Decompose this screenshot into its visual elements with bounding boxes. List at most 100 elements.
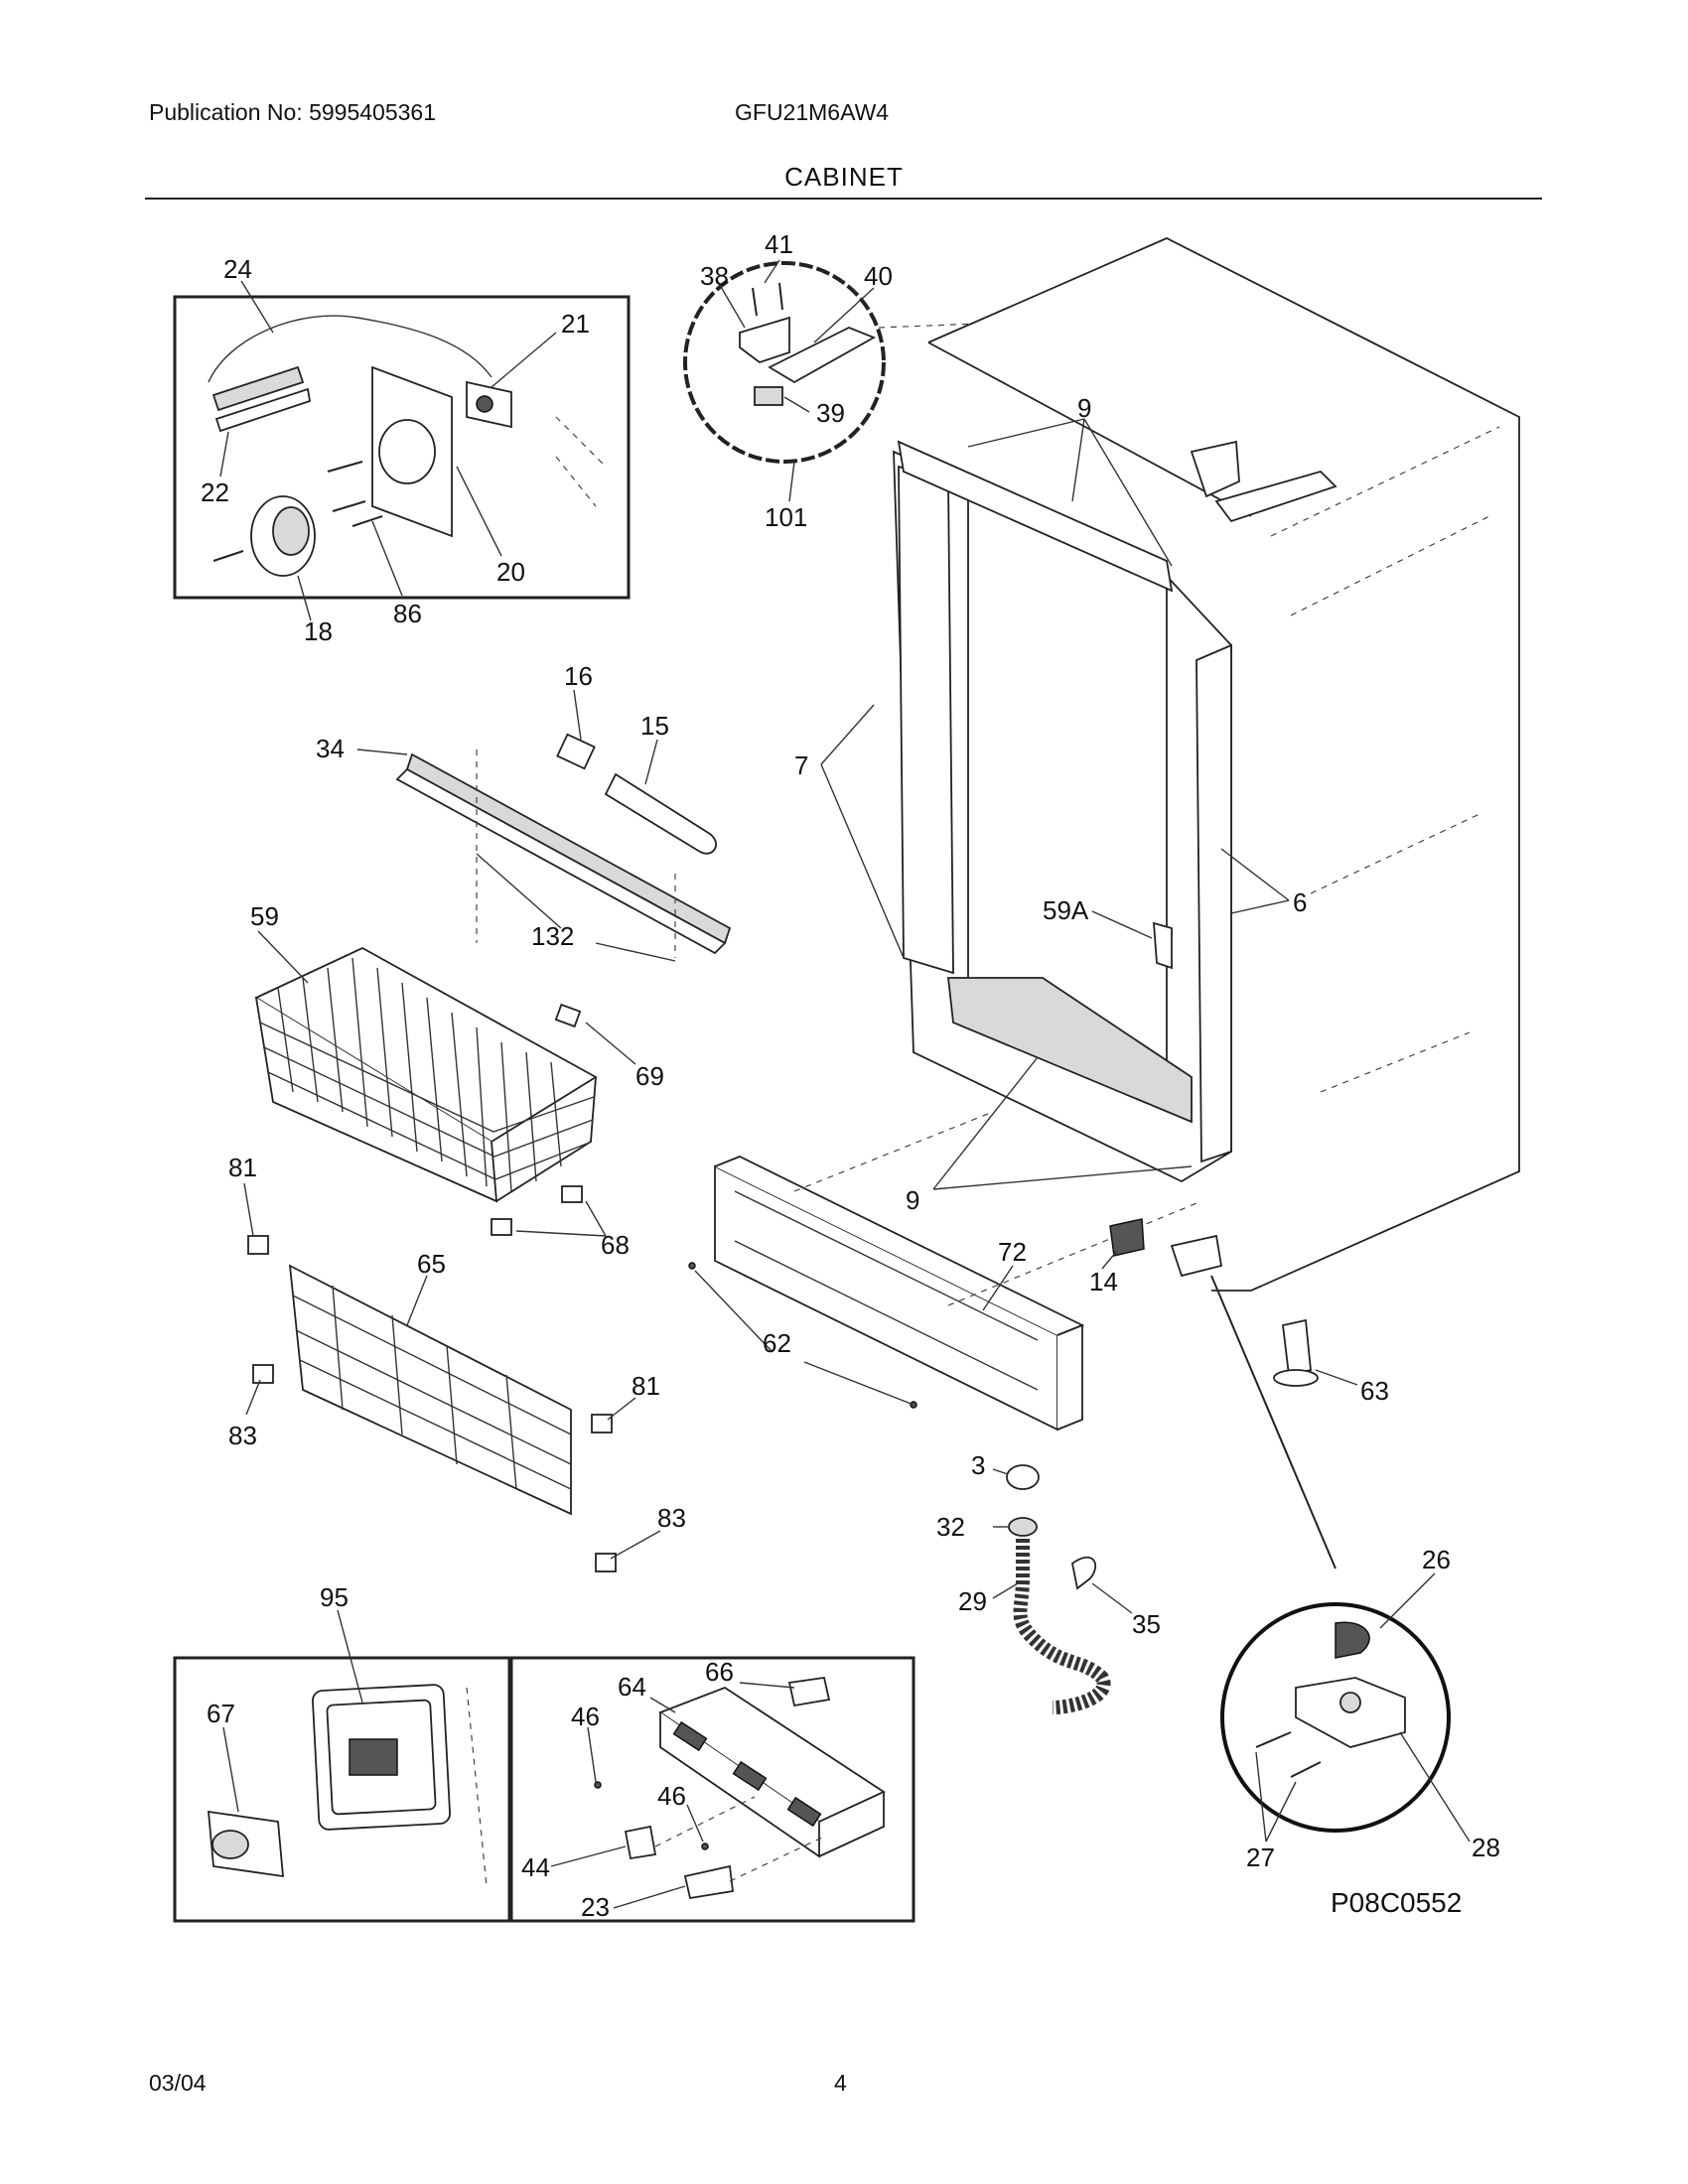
page-number: 4 <box>834 2070 847 2096</box>
thermostat-inset: 24 21 22 20 18 86 <box>173 254 631 646</box>
callout-23: 23 <box>581 1892 610 1922</box>
right-breaker <box>1196 643 1232 1163</box>
inset-box <box>509 1656 915 1923</box>
wire-basket: 59 69 68 <box>250 901 664 1260</box>
callout-26: 26 <box>1422 1545 1451 1574</box>
header-rule <box>145 198 1542 200</box>
callout-59a: 59A <box>1043 895 1089 925</box>
callout-29: 29 <box>958 1586 987 1616</box>
inset-box <box>173 295 631 600</box>
diagram-code: P08C0552 <box>1331 1887 1462 1918</box>
publication-number: Publication No: 5995405361 <box>149 99 437 125</box>
callout-66: 66 <box>705 1657 734 1687</box>
left-breaker <box>898 465 954 975</box>
basket-roller <box>554 1003 582 1028</box>
support-bracket <box>247 1235 269 1255</box>
model-number: GFU21M6AW4 <box>735 99 890 125</box>
cabinet-hint <box>555 416 607 507</box>
callout-101: 101 <box>765 502 807 532</box>
bottom-hinge-detail: 26 27 28 <box>1220 1545 1500 1872</box>
callout-3: 3 <box>971 1450 985 1480</box>
callout-24: 24 <box>223 254 252 284</box>
callout-27: 27 <box>1246 1843 1275 1872</box>
leveling-foot <box>1273 1369 1319 1387</box>
capillary-tube <box>208 315 492 383</box>
screw <box>352 515 383 527</box>
thermostat-shaft <box>476 395 493 413</box>
callout-132: 132 <box>531 921 574 951</box>
mount-screw <box>594 1781 602 1789</box>
callout-81-right: 81 <box>632 1371 660 1401</box>
leveling-leg <box>1282 1318 1312 1377</box>
support-wires <box>332 1285 517 1490</box>
support-bracket <box>591 1414 613 1433</box>
basket-wires <box>277 957 562 1192</box>
callout-6: 6 <box>1293 887 1307 917</box>
drain-assembly: 3 32 29 35 <box>936 1450 1161 1714</box>
screw <box>327 461 363 473</box>
callout-72: 72 <box>998 1237 1027 1267</box>
callout-28: 28 <box>1472 1833 1500 1862</box>
support-frame <box>288 1264 572 1516</box>
switch-slot <box>732 1760 768 1792</box>
hinge-screws <box>1255 1731 1322 1778</box>
callout-83-right: 83 <box>657 1503 686 1533</box>
hinge-block <box>754 386 783 406</box>
toe-grille: 72 62 <box>688 1111 1202 1432</box>
callout-9-top: 9 <box>1077 393 1091 423</box>
callout-39: 39 <box>816 398 845 428</box>
hose-clamp <box>1071 1557 1096 1590</box>
door-switch-and-leveler: 14 63 <box>1089 1218 1389 1570</box>
basket-slide <box>561 1185 583 1203</box>
callout-46-top: 46 <box>571 1702 600 1731</box>
callout-22: 22 <box>201 478 229 507</box>
cabinet-hinge-arm <box>1214 470 1337 523</box>
bottom-hinge <box>1170 1234 1223 1278</box>
callout-18: 18 <box>304 616 333 646</box>
control-box-side <box>818 1792 885 1857</box>
callout-63: 63 <box>1360 1376 1389 1406</box>
cabinet-shading <box>1270 426 1500 1093</box>
hinge-plate <box>739 316 790 364</box>
switch-slot <box>786 1796 822 1828</box>
capillary-clamp <box>211 365 305 412</box>
callout-20: 20 <box>496 557 525 587</box>
clamp-bracket <box>214 387 312 433</box>
callout-69: 69 <box>635 1061 664 1091</box>
inset-box <box>173 1656 511 1923</box>
callout-65: 65 <box>417 1249 446 1279</box>
callout-67: 67 <box>207 1699 235 1728</box>
door-stop <box>1153 921 1173 970</box>
mount-screw <box>701 1843 709 1850</box>
detail-circle <box>683 261 886 464</box>
basket-slide <box>491 1218 512 1236</box>
drain-plug <box>1008 1517 1038 1537</box>
callout-9-bottom: 9 <box>906 1185 919 1215</box>
top-breaker <box>897 440 1174 593</box>
power-switch <box>624 1825 657 1860</box>
basket-rails <box>259 1022 595 1180</box>
gasket-window <box>349 1738 398 1776</box>
callout-62: 62 <box>763 1328 791 1358</box>
support-clip <box>595 1553 617 1572</box>
grille-slots <box>734 1190 1039 1391</box>
screw <box>332 500 366 512</box>
callout-35: 35 <box>1132 1609 1161 1639</box>
switch-slot <box>672 1720 708 1752</box>
cabinet: 9 7 6 59A 9 <box>794 237 1520 1292</box>
callout-95: 95 <box>320 1582 349 1612</box>
light-assembly: 16 15 34 132 <box>316 661 732 962</box>
lamp-socket <box>556 733 596 770</box>
control-box-inset: 46 64 66 46 44 23 <box>509 1656 915 1923</box>
top-hinge-detail: 41 38 40 39 101 <box>683 229 1004 532</box>
light-shield <box>405 752 732 945</box>
callout-7: 7 <box>794 751 808 780</box>
support-clip <box>252 1364 274 1384</box>
plate-hole <box>378 419 436 484</box>
callout-83-left: 83 <box>228 1421 257 1450</box>
detail-circle <box>1220 1602 1451 1833</box>
callout-46-bottom: 46 <box>657 1781 686 1811</box>
hinge-screws <box>752 282 783 317</box>
fast-freeze-switch <box>683 1864 734 1900</box>
support-rails <box>292 1295 572 1490</box>
